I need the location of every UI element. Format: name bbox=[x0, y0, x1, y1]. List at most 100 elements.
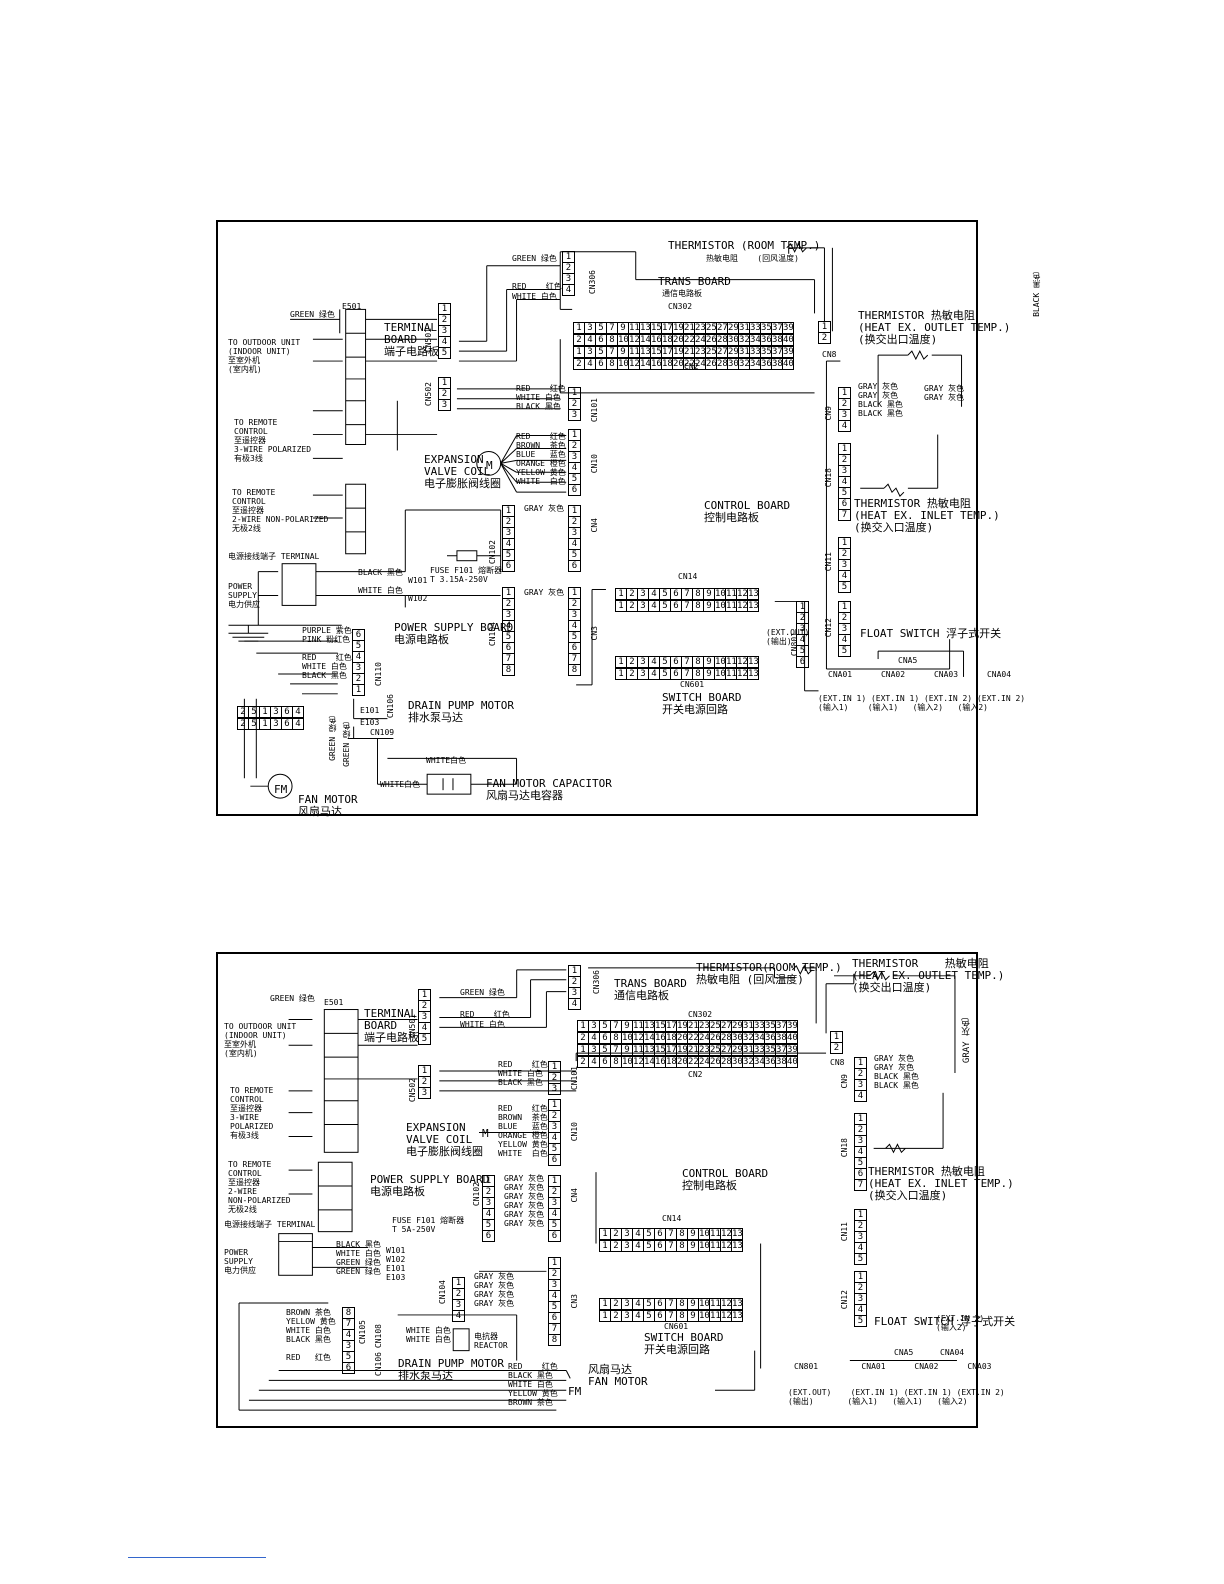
e501-label: E501 bbox=[324, 998, 344, 1007]
terminal-supply-label: 电源接线端子 TERMINAL bbox=[224, 1220, 316, 1229]
reactor-label: 电抗器 REACTOR bbox=[474, 1332, 508, 1350]
connector-pin: 5 bbox=[438, 347, 451, 359]
connector-pin: 2 bbox=[830, 1042, 843, 1054]
red-wire-label: RED 红色 bbox=[460, 1010, 510, 1019]
cn302-label: CN302 bbox=[688, 1010, 713, 1019]
cn109-label: CN109 bbox=[370, 728, 395, 737]
cn501-label: CN501 bbox=[408, 1014, 417, 1039]
control-board-label: CONTROL BOARD 控制电路板 bbox=[682, 1167, 769, 1192]
connector-pin: 5 bbox=[854, 1315, 867, 1327]
connector-pin: 8 bbox=[548, 1334, 561, 1346]
cn108-label: CN108 bbox=[374, 1324, 383, 1349]
float-switch-label: FLOAT SWITCH 浮子式开关 bbox=[860, 627, 1002, 640]
w-wires: BLACK 黑色 WHITE 白色 GREEN 绿色 GREEN 绿色 bbox=[336, 1240, 381, 1276]
switch-board-label: SWITCH BOARD 开关电源回路 bbox=[662, 691, 742, 716]
wiring-lines-top bbox=[228, 242, 965, 799]
e103-label: E103 bbox=[360, 718, 380, 727]
cn2-label: CN2 bbox=[688, 1070, 703, 1079]
connector-pin: 5 bbox=[854, 1253, 867, 1265]
gray2-wires: GRAY 灰色 GRAY 灰色 bbox=[924, 384, 965, 402]
trans-board-label: TRANS BOARD bbox=[658, 275, 731, 288]
fm-wires: RED 红色 BLACK 黑色 WHITE 白色 YELLOW 黄色 BROWN… bbox=[508, 1362, 558, 1407]
cn18-label: CN18 bbox=[840, 1138, 849, 1158]
connector-pin: 13 bbox=[747, 600, 759, 612]
e501-green-label: GREEN 绿色 bbox=[270, 994, 315, 1003]
cna04-label: CNA04 bbox=[940, 1348, 965, 1357]
cn306-label: CN306 bbox=[588, 270, 597, 295]
w-labels: W101 W102 E101 E103 bbox=[386, 1246, 406, 1282]
thermistor-room-label: THERMISTOR (ROOM TEMP.) bbox=[668, 239, 821, 252]
therm-inlet-label: THERMISTOR 热敏电阻 (HEAT EX. INLET TEMP.) (… bbox=[854, 497, 1000, 534]
cn110-label: CN110 bbox=[374, 662, 383, 687]
connector-pin: 13 bbox=[747, 656, 759, 668]
gray-wire-1: GRAY 灰色 bbox=[524, 504, 565, 513]
cna5-label: CNA5 bbox=[894, 1348, 914, 1357]
fm-label: FM bbox=[274, 783, 288, 796]
to-outdoor-label: TO OUTDOOR UNIT (INDOOR UNIT) 至室外机 (室内机) bbox=[228, 338, 301, 374]
gray-wire-2: GRAY 灰色 bbox=[524, 588, 565, 597]
cn8-label: CN8 bbox=[822, 350, 837, 359]
cn18-label: CN18 bbox=[824, 468, 833, 488]
wiring-diagram-bottom: THERMISTOR(ROOM TEMP.) 热敏电阻 (回风温度) THERM… bbox=[216, 952, 1015, 1428]
connector-pin: 6 bbox=[342, 1362, 355, 1374]
fan-capacitor-label: FAN MOTOR CAPACITOR 风扇马达电容器 bbox=[486, 777, 612, 802]
ext-in2-label: (EXT.IN 2) (输入2) bbox=[936, 1314, 985, 1332]
terminal-board-label: TERMINAL BOARD 端子电路板 bbox=[364, 1007, 419, 1044]
cn306-label: CN306 bbox=[592, 970, 601, 995]
connector-pin: 40 bbox=[782, 358, 794, 370]
connector-pin: 6 bbox=[568, 484, 581, 496]
cn110-wires: PURPLE 紫色 PINK 粉红色 RED 红色 WHITE 白色 BLACK… bbox=[302, 626, 352, 680]
connector-pin: 13 bbox=[747, 668, 759, 680]
cn9-wires: GRAY 灰色 GRAY 灰色 BLACK 黑色 BLACK 黑色 bbox=[858, 382, 903, 418]
cna-ext-labels: (EXT.IN 1) (EXT.IN 1) (EXT.IN 2) (EXT.IN… bbox=[818, 694, 1026, 712]
psu-board-label: POWER SUPPLY BOARD 电源电路板 bbox=[394, 621, 514, 646]
wiring-diagram-top: THERMISTOR (ROOM TEMP.) 热敏电阻 (回风温度) TRAN… bbox=[216, 220, 1041, 818]
power-supply-label: POWER SUPPLY 电力供应 bbox=[228, 582, 260, 609]
cna-ext-labels: (EXT.OUT) (EXT.IN 1) (EXT.IN 1) (EXT.IN … bbox=[788, 1388, 1005, 1406]
connector-pin: 5 bbox=[838, 645, 851, 657]
connector-pin: 4 bbox=[452, 1310, 465, 1322]
drain-pump-label: DRAIN PUMP MOTOR 排水泵马达 bbox=[408, 699, 514, 724]
therm-inlet-label: THERMISTOR 热敏电阻 (HEAT EX. INLET TEMP.) (… bbox=[868, 1165, 1014, 1202]
to-remote-3wire-label: TO REMOTE CONTROL 至遥控器 3-WIRE POLARIZED … bbox=[230, 1086, 274, 1140]
power-supply-label: POWER SUPPLY 电力供应 bbox=[224, 1248, 256, 1275]
float-switch-label: FLOAT SWITCH 浮子式开关 bbox=[874, 1315, 1016, 1328]
connector-pin: 13 bbox=[731, 1228, 743, 1240]
black-vertical-label: BLACK 黑色 bbox=[1032, 272, 1041, 317]
cn10-wires: RED 红色 BROWN 茶色 BLUE 蓝色 ORANGE 橙色 YELLOW… bbox=[498, 1104, 548, 1158]
connector-pin: 6 bbox=[482, 1230, 495, 1242]
connector-pin: 13 bbox=[747, 588, 759, 600]
expansion-valve-label: EXPANSION VALVE COIL 电子膨胀阀线圈 bbox=[424, 453, 501, 490]
cn10-label: CN10 bbox=[590, 454, 599, 474]
cna-labels: CN801 CNA01 CNA02 CNA03 bbox=[794, 1362, 992, 1371]
fm-label: FM bbox=[568, 1385, 582, 1398]
cn2-label: CN2 bbox=[684, 362, 699, 371]
e501-label: E501 bbox=[342, 302, 362, 311]
cn12-label: CN12 bbox=[840, 1290, 849, 1310]
